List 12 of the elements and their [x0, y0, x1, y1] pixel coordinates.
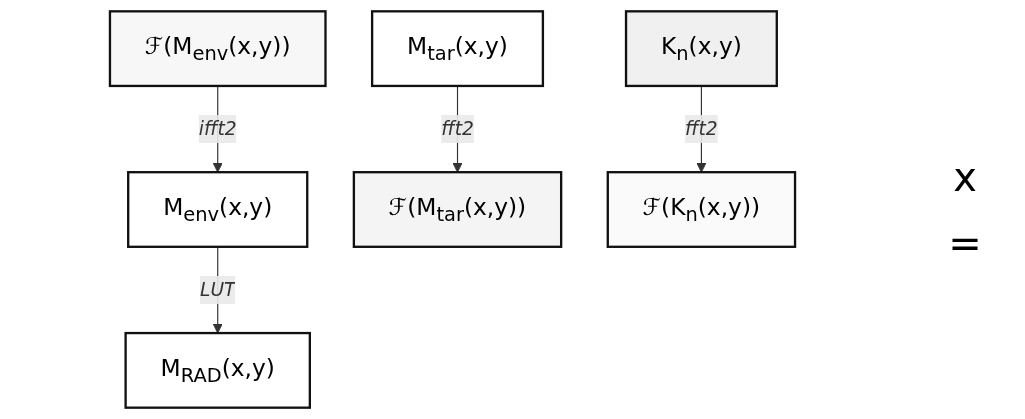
operator-symbol: x	[953, 153, 977, 200]
node-box: M$_{env}$(x,y)	[127, 171, 309, 248]
node-box: M$_{RAD}$(x,y)	[124, 331, 311, 409]
node-box: ℱ(M$_{env}$(x,y))	[108, 10, 327, 88]
operator-symbol: =	[948, 219, 982, 266]
node-box: ℱ(M$_{tar}$(x,y))	[352, 171, 563, 248]
node-box: M$_{tar}$(x,y)	[370, 10, 545, 88]
edge-label: fft2	[441, 117, 474, 140]
edge-label: fft2	[685, 117, 718, 140]
edge-label: ifft2	[198, 117, 237, 140]
node-box: ℱ(K$_{n}$(x,y))	[606, 171, 797, 248]
node-box: K$_{n}$(x,y)	[624, 10, 778, 88]
